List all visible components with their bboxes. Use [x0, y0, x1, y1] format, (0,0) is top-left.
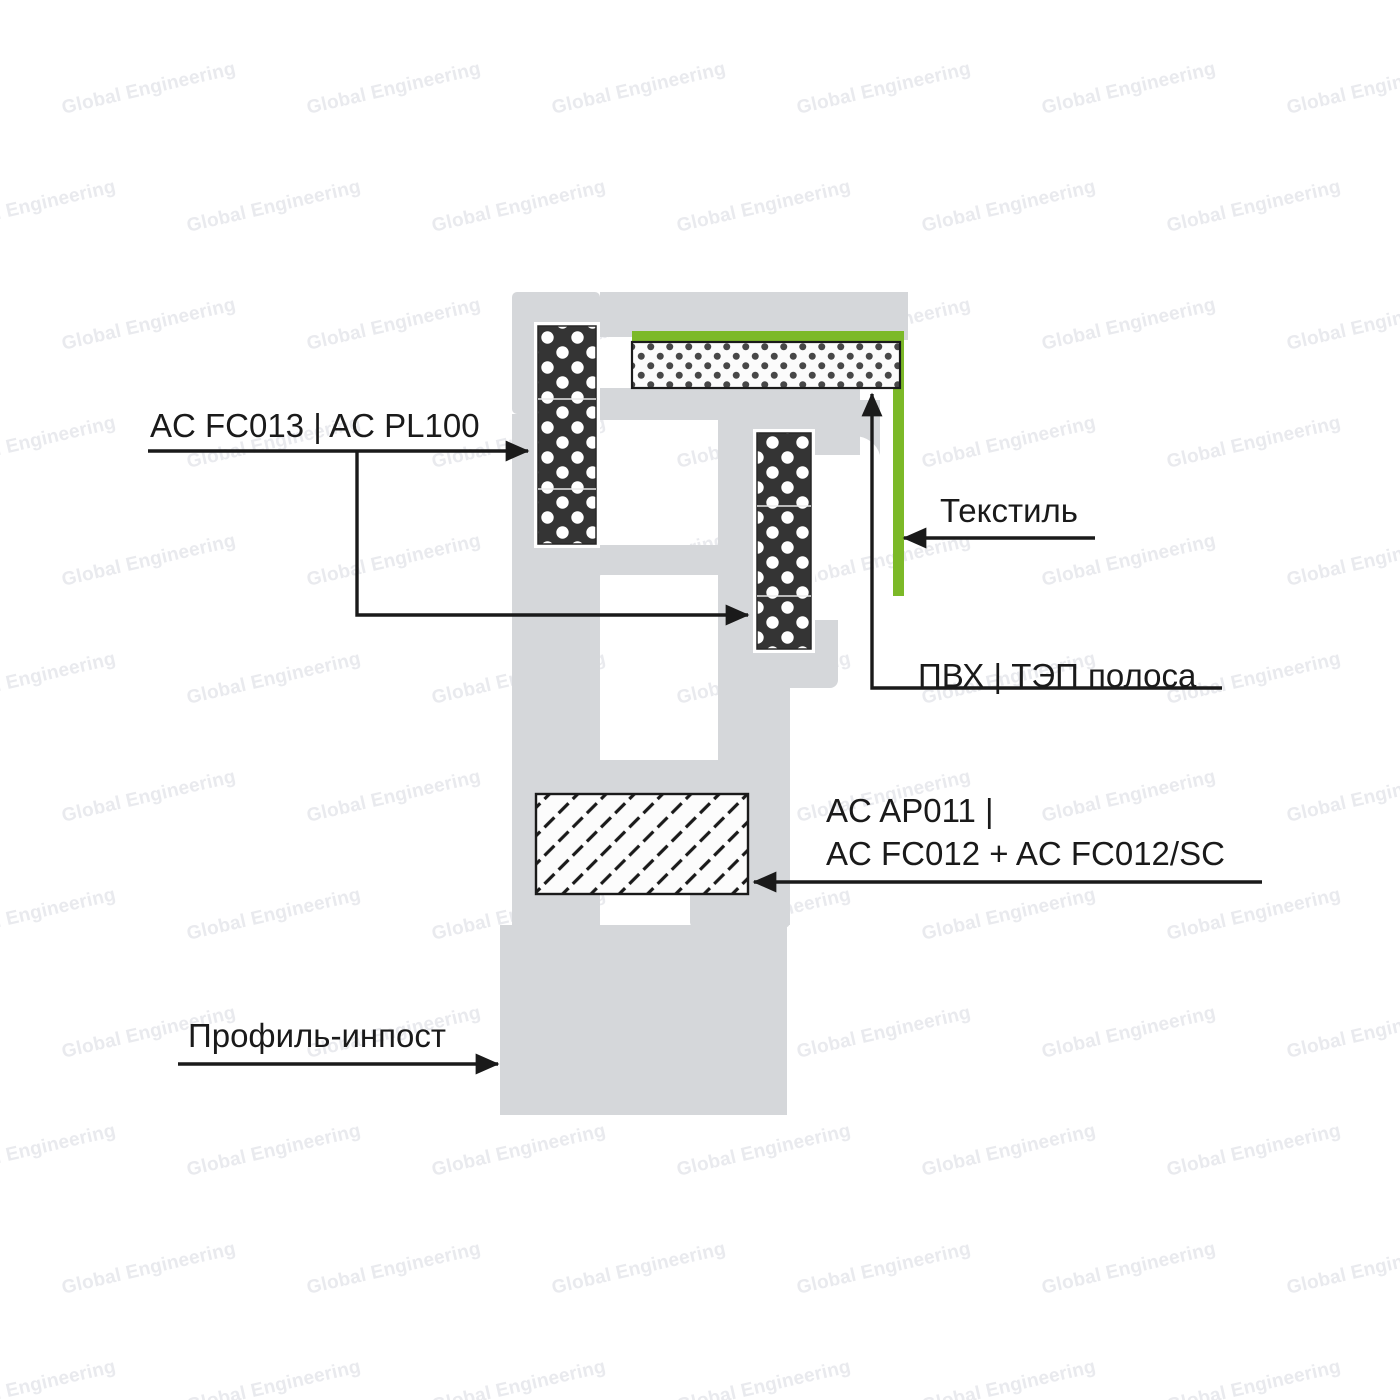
- gasket-left-fill: [537, 325, 597, 545]
- textile-strip-vertical: [893, 331, 904, 596]
- textile-strip-horizontal: [632, 331, 904, 342]
- label-ac-ap011-line1: AC AP011 |: [826, 792, 994, 829]
- leader-pvh-tep: [861, 392, 1222, 690]
- label-ac-ap011: AC AP011 | AC FC012 + AC FC012/SC: [826, 790, 1225, 876]
- profile-left-wall-main: [512, 545, 600, 760]
- profile-mid-separator: [512, 545, 718, 575]
- gasket-right-fill: [756, 432, 812, 650]
- gasket-bar-left: [534, 322, 600, 548]
- label-profil-inpost: Профиль-инпост: [188, 1017, 446, 1054]
- leader-ac-fc013: [148, 440, 750, 626]
- hatched-block-rect: [534, 792, 750, 896]
- green-textile-strip: [632, 331, 904, 596]
- label-ac-fc013-pl100: AC FC013 | AC PL100: [150, 407, 480, 444]
- bottom-profile-block: [500, 925, 787, 1115]
- profile-top-flange: [512, 292, 908, 340]
- hatched-block: [534, 792, 750, 896]
- gasket-bar-right: [753, 429, 815, 653]
- profile-mid-web: [600, 388, 860, 455]
- leader-pvh-tep-line: [861, 392, 1222, 690]
- label-ac-ap011-line2: AC FC012 + AC FC012/SC: [826, 834, 1225, 872]
- dotted-band: [630, 340, 902, 390]
- label-pvh-tep-polosa: ПВХ | ТЭП полоса: [918, 657, 1197, 694]
- dotted-band-rect: [630, 340, 902, 390]
- leader-ac-fc013-branch: [355, 451, 750, 626]
- label-tekstil: Текстиль: [940, 492, 1078, 529]
